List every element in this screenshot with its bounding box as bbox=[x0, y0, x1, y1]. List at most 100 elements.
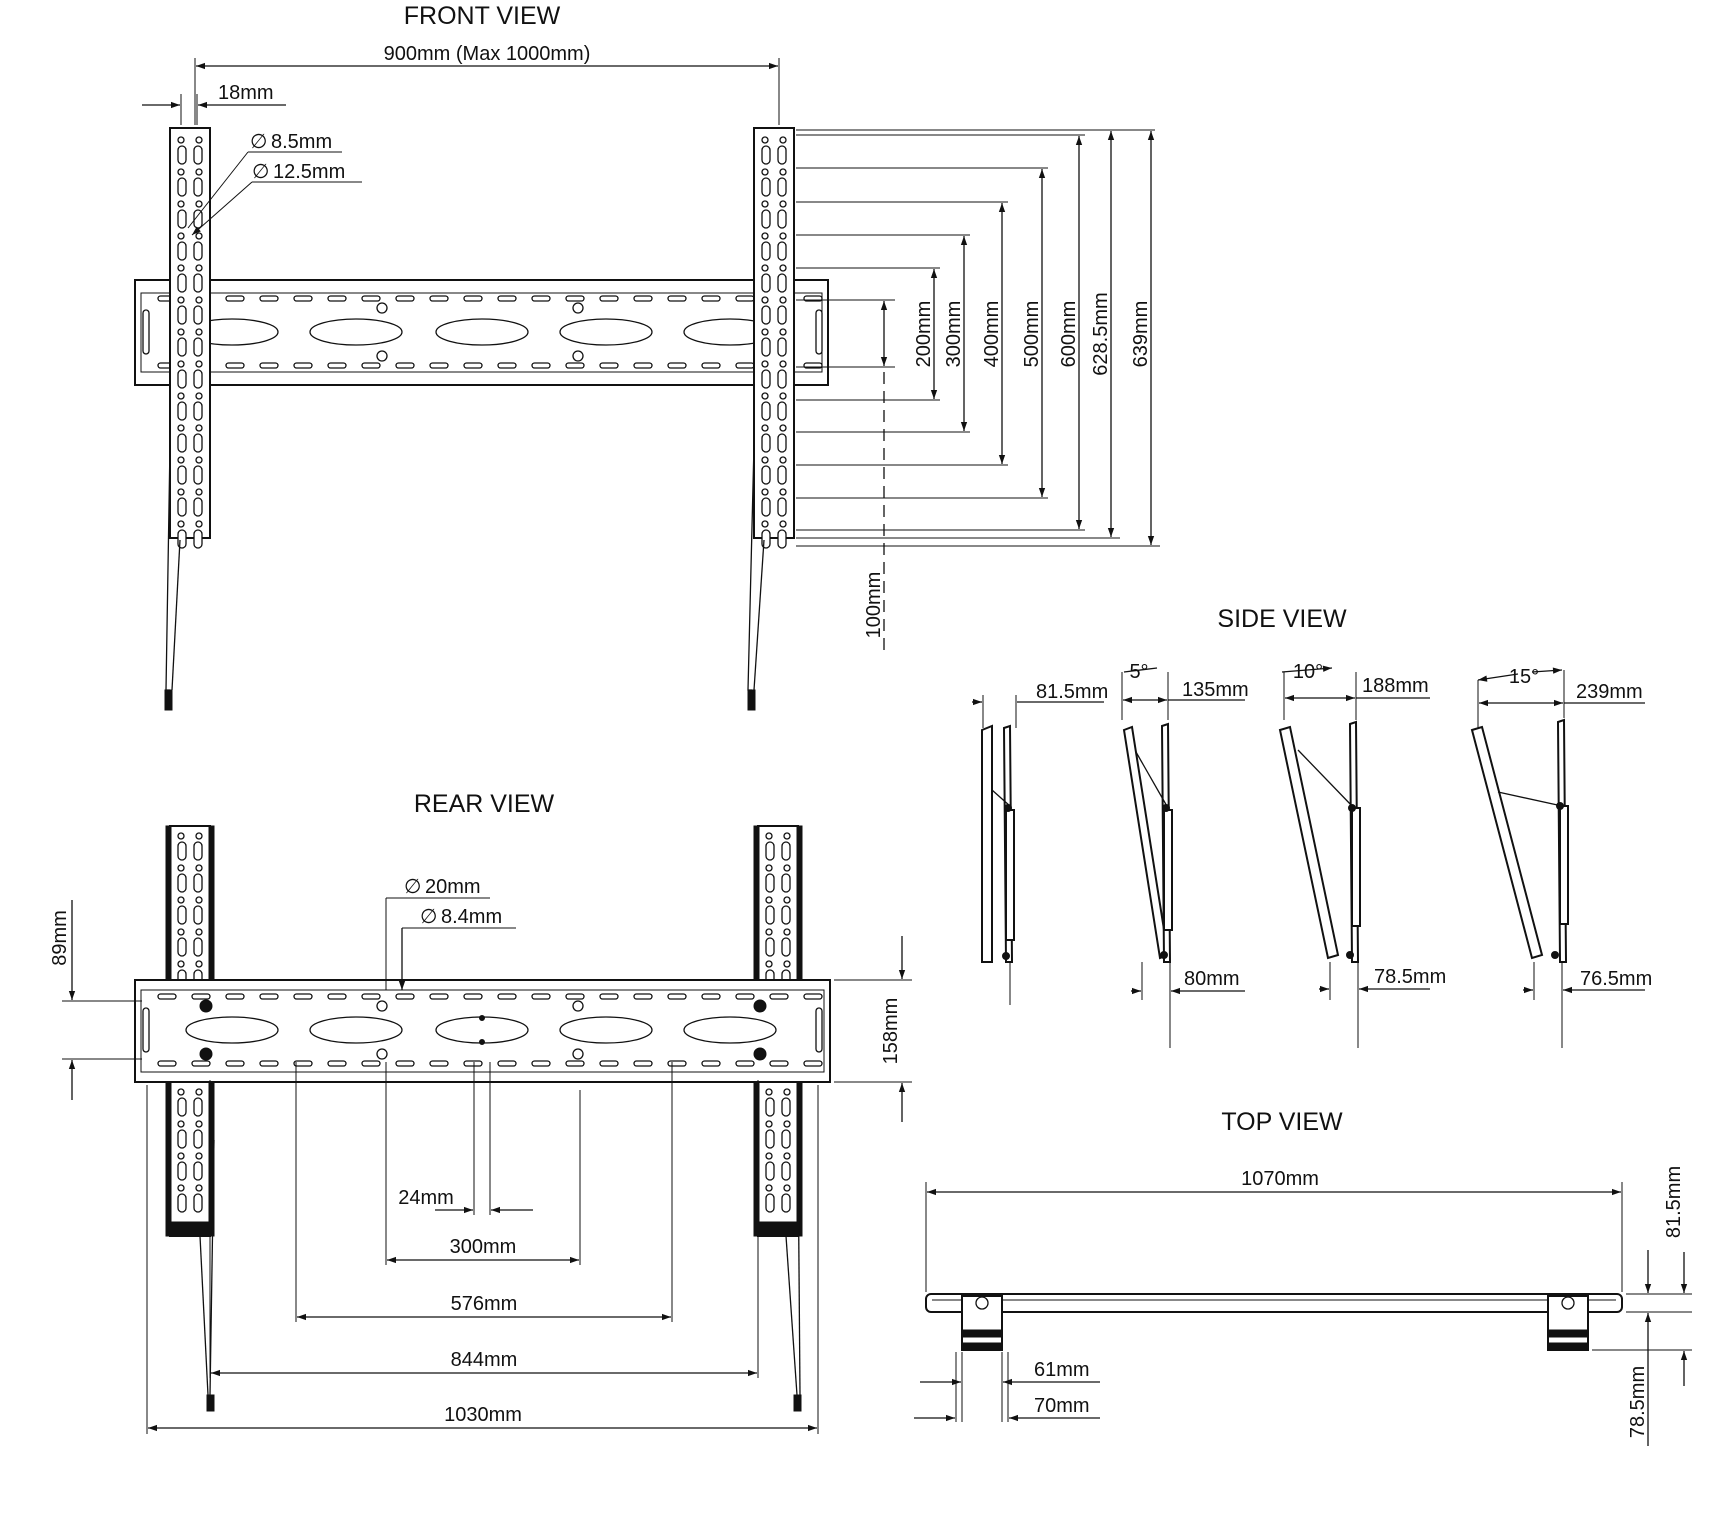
bar-slot bbox=[191, 1060, 211, 1067]
upright-hole bbox=[783, 928, 791, 936]
upright-hole bbox=[195, 264, 203, 272]
upright-hole bbox=[765, 1184, 773, 1192]
top-d61-label: 61mm bbox=[1034, 1359, 1090, 1381]
bar-slot bbox=[429, 993, 449, 1000]
bar-end-slot bbox=[142, 309, 150, 355]
bar-slot bbox=[565, 1060, 585, 1067]
upright-hole bbox=[779, 232, 787, 240]
upright-slot bbox=[777, 177, 787, 197]
upright-hole bbox=[779, 200, 787, 208]
height-label-500: 500mm bbox=[1021, 301, 1043, 368]
bar-slot bbox=[667, 993, 687, 1000]
front-hole-large-symbol: ∅ bbox=[252, 161, 269, 183]
upright-slot bbox=[761, 305, 771, 325]
bar-slot bbox=[701, 362, 721, 369]
bar-slot bbox=[667, 295, 687, 302]
side-angle-label-5: 5° bbox=[1129, 661, 1148, 683]
front-height-dimensions: 200mm 300mm 400mm 500mm 600mm 628.5mm 63… bbox=[796, 129, 1160, 650]
bar-slot bbox=[429, 1060, 449, 1067]
upright-slot bbox=[193, 241, 203, 261]
front-left-upright bbox=[164, 127, 211, 711]
rear-d300-label: 300mm bbox=[450, 1236, 517, 1258]
bar-oval-slot bbox=[435, 318, 529, 346]
upright-slot bbox=[193, 497, 203, 517]
upright-hole bbox=[195, 960, 203, 968]
upright-slot bbox=[177, 177, 187, 197]
upright-hole bbox=[783, 864, 791, 872]
bar-slot bbox=[701, 993, 721, 1000]
bar-slot bbox=[293, 1060, 313, 1067]
upright-hole bbox=[195, 1120, 203, 1128]
bar-slot bbox=[259, 362, 279, 369]
bar-slot bbox=[157, 1060, 177, 1067]
bar-slot bbox=[191, 993, 211, 1000]
upright-hole bbox=[177, 264, 185, 272]
keyhole bbox=[572, 350, 584, 362]
upright-hole bbox=[177, 960, 185, 968]
upright-slot bbox=[777, 433, 787, 453]
rear-hook bbox=[199, 999, 213, 1013]
upright-hole bbox=[765, 960, 773, 968]
upright-hole bbox=[177, 1120, 185, 1128]
upright-slot bbox=[177, 209, 187, 229]
bar-slot bbox=[327, 1060, 347, 1067]
side-view-title: SIDE VIEW bbox=[1217, 605, 1347, 633]
upright-slot bbox=[761, 401, 771, 421]
upright-slot bbox=[193, 337, 203, 357]
upright-hole bbox=[177, 232, 185, 240]
top-view: TOP VIEW 1070mm 81.5 bbox=[914, 1108, 1692, 1446]
upright-hole bbox=[779, 328, 787, 336]
rear-view-title: REAR VIEW bbox=[414, 790, 555, 818]
bar-slot bbox=[701, 295, 721, 302]
upright-hole bbox=[177, 1088, 185, 1096]
upright-slot bbox=[777, 529, 787, 549]
upright-hole bbox=[761, 264, 769, 272]
bar-slot bbox=[259, 1060, 279, 1067]
spacing-label-100: 100mm bbox=[863, 572, 885, 639]
bar-slot bbox=[463, 1060, 483, 1067]
upright-hole bbox=[195, 520, 203, 528]
upright-hole bbox=[177, 832, 185, 840]
bar-slot bbox=[497, 295, 517, 302]
side-profile-10: 78.5mm 188mm 10° bbox=[1278, 661, 1446, 1048]
side-profile-5: 80mm 135mm 5° bbox=[1121, 661, 1249, 1048]
rear-crossbar bbox=[134, 979, 831, 1083]
upright-slot bbox=[177, 1161, 187, 1181]
upright-slot bbox=[193, 873, 203, 893]
height-label-628-5: 628.5mm bbox=[1090, 292, 1112, 375]
upright-slot bbox=[177, 273, 187, 293]
side-depth-label-15: 239mm bbox=[1576, 681, 1643, 703]
upright-slot bbox=[765, 905, 775, 925]
bar-slot bbox=[259, 993, 279, 1000]
rear-width-dimensions: 24mm 300mm 576mm 844mm 1030mm bbox=[146, 1062, 819, 1434]
top-width-label: 1070mm bbox=[1241, 1168, 1319, 1190]
upright-hole bbox=[761, 520, 769, 528]
bar-slot bbox=[157, 993, 177, 1000]
upright-slot bbox=[177, 465, 187, 485]
bar-slot bbox=[633, 993, 653, 1000]
upright-slot bbox=[177, 401, 187, 421]
upright-hole bbox=[779, 360, 787, 368]
upright-slot bbox=[781, 873, 791, 893]
upright-slot bbox=[177, 241, 187, 261]
upright-hole bbox=[195, 1088, 203, 1096]
upright-hole bbox=[779, 520, 787, 528]
upright-hole bbox=[779, 456, 787, 464]
bar-slot bbox=[633, 1060, 653, 1067]
front-hole-small-label: 8.5mm bbox=[271, 131, 332, 153]
upright-slot bbox=[777, 401, 787, 421]
upright-slot bbox=[777, 241, 787, 261]
upright-hole bbox=[761, 488, 769, 496]
upright-slot bbox=[765, 1097, 775, 1117]
bar-slot bbox=[633, 362, 653, 369]
bar-slot bbox=[293, 295, 313, 302]
upright-hole bbox=[195, 488, 203, 496]
bar-slot bbox=[667, 1060, 687, 1067]
keyhole bbox=[376, 302, 388, 314]
bar-slot bbox=[395, 1060, 415, 1067]
bar-slot bbox=[735, 1060, 755, 1067]
bar-slot bbox=[497, 993, 517, 1000]
keyhole bbox=[572, 1048, 584, 1060]
bar-oval-slot bbox=[559, 318, 653, 346]
rear-hook bbox=[753, 999, 767, 1013]
